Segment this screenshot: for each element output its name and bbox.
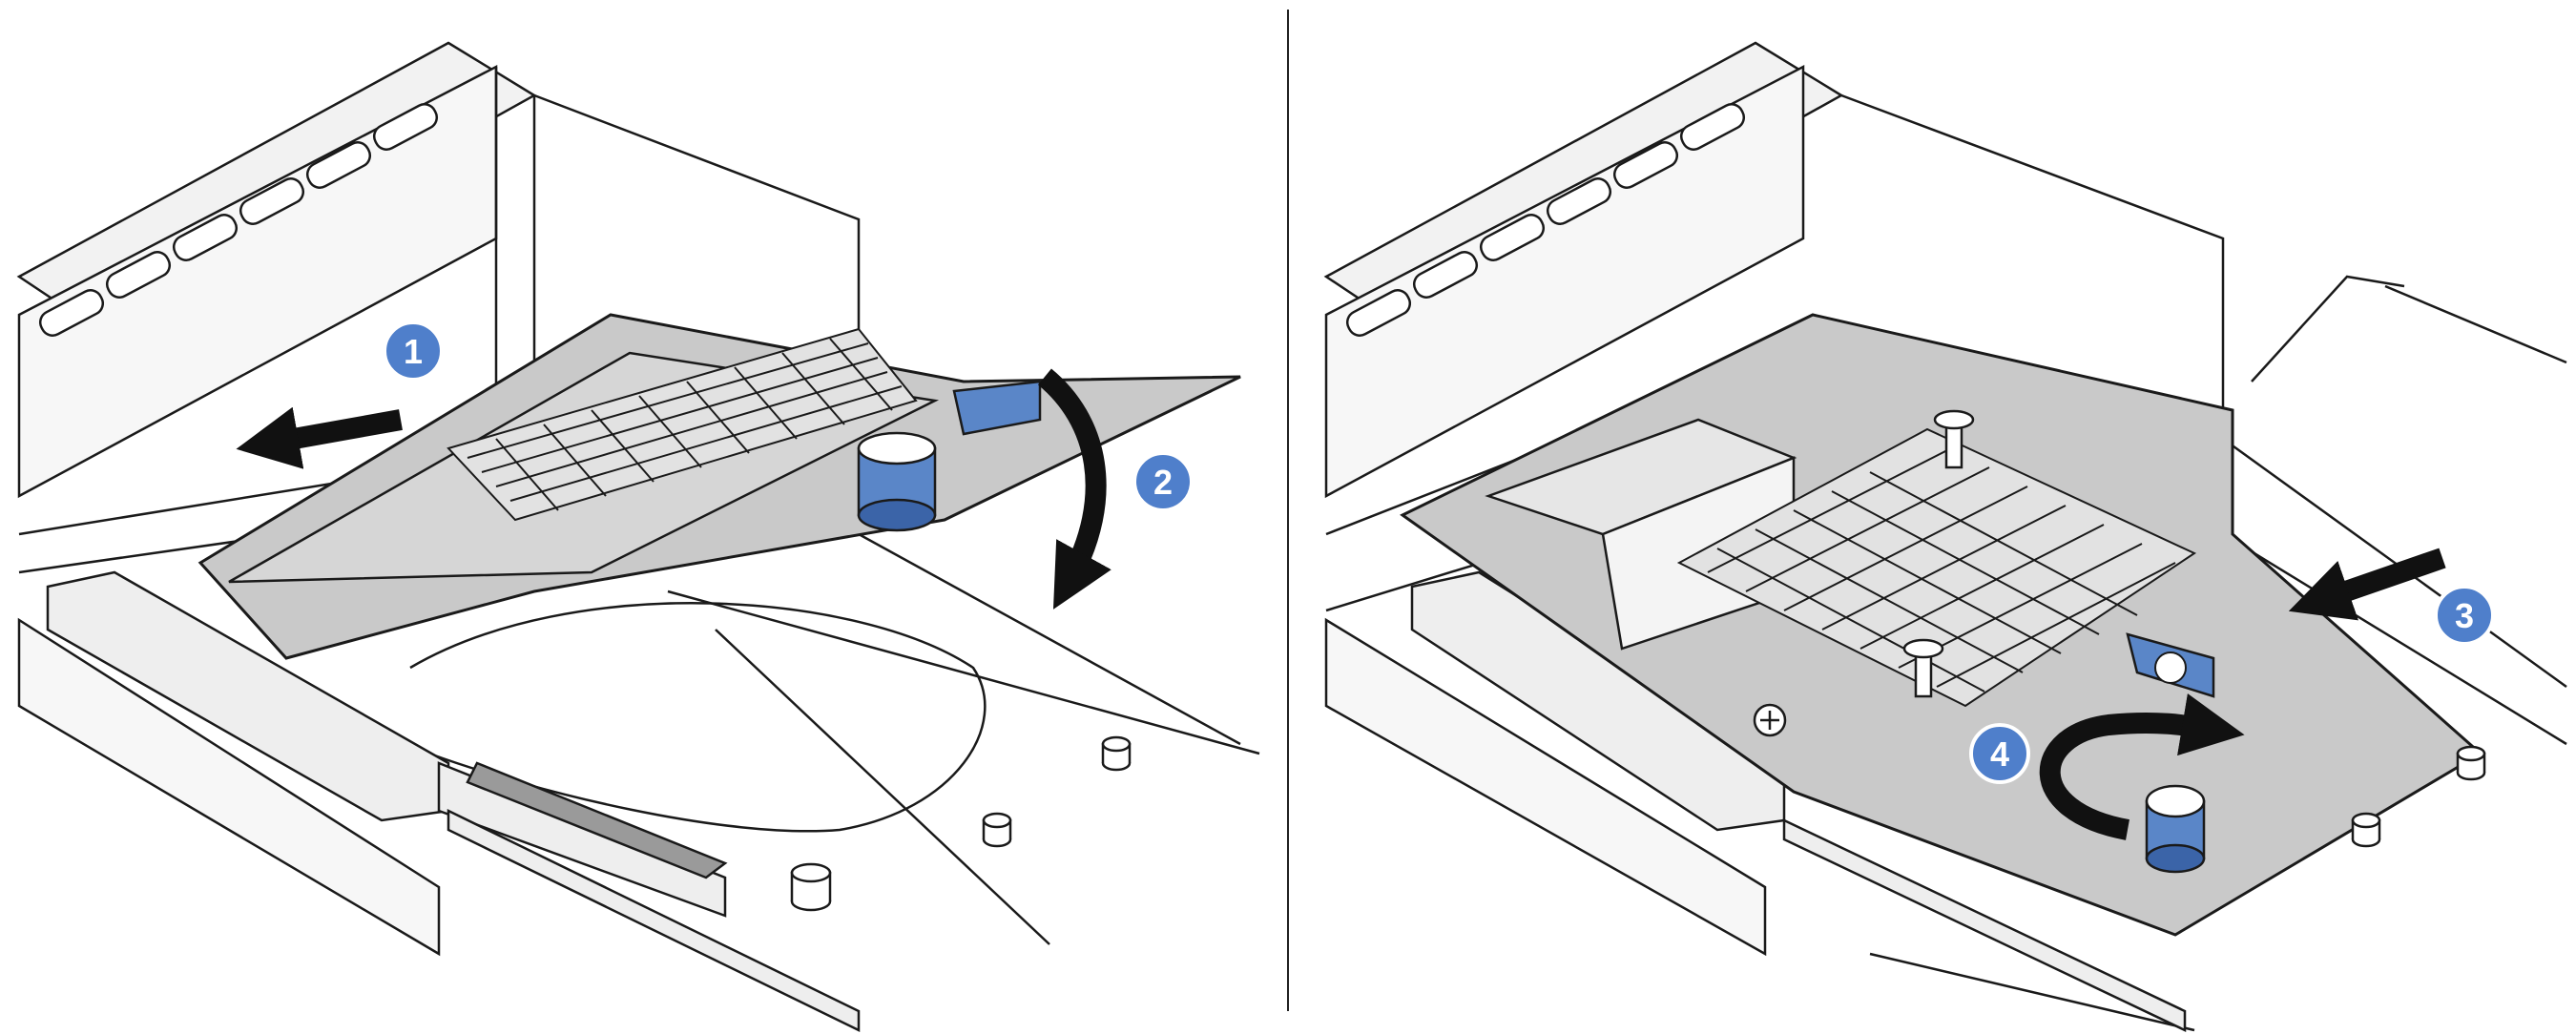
left-panel: 1 2 — [16, 41, 1260, 1033]
ocp-module-seated — [1400, 313, 2486, 937]
module-screws — [1753, 409, 1975, 737]
push-arrow — [2288, 548, 2446, 621]
heatsink-fins — [447, 327, 918, 522]
front-rail — [17, 570, 861, 1033]
front-rail-right — [1324, 570, 2187, 1032]
callout-2: 2 — [1132, 451, 1194, 512]
right-panel: 3 4 — [1323, 41, 2567, 1032]
rear-bracket-right — [1323, 41, 2225, 499]
callout-2-label: 2 — [1153, 463, 1173, 502]
slide-in-arrow — [236, 406, 403, 469]
callout-4: 4 — [1969, 723, 2030, 784]
blue-latch — [857, 380, 1042, 532]
callout-1-label: 1 — [404, 332, 423, 371]
callout-1: 1 — [383, 321, 444, 382]
callout-3-label: 3 — [2455, 596, 2474, 635]
callout-4-label: 4 — [1990, 734, 2009, 774]
callout-3: 3 — [2434, 585, 2495, 646]
heatsink-fins-right — [1676, 427, 2197, 708]
ocp-module-tilted — [197, 313, 1241, 660]
rotate-down-arrow — [1037, 368, 1111, 610]
rear-bracket — [16, 41, 861, 499]
standoffs — [790, 735, 1132, 912]
blue-latch-right — [2126, 632, 2215, 874]
tighten-thumbscrew-arrow — [2039, 693, 2245, 840]
